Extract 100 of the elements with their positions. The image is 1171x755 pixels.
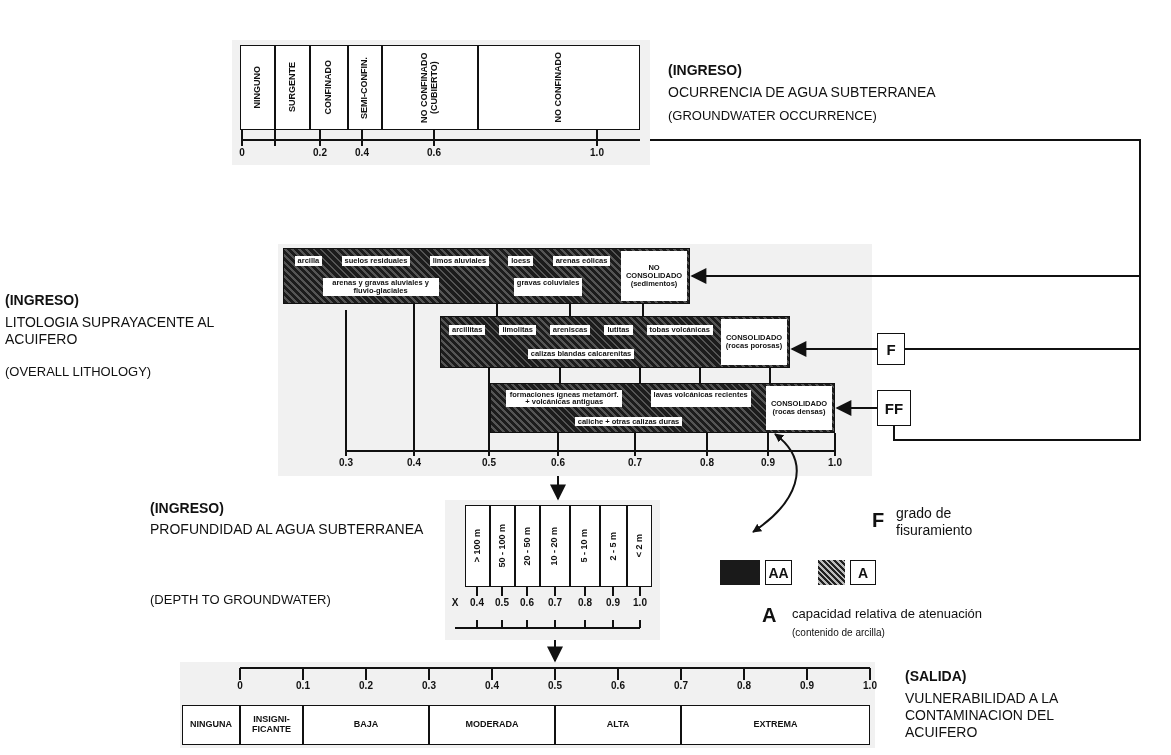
- factor-title: VULNERABILIDAD A LA CONTAMINACION DEL ACUIFERO: [905, 690, 1058, 740]
- scale-value: 0.5: [482, 457, 496, 468]
- scale-value: 0.7: [628, 457, 642, 468]
- scale-panel: [180, 662, 875, 748]
- scale-value: 0.2: [313, 147, 327, 158]
- scale-value: 0.5: [548, 680, 562, 691]
- arrow: [547, 639, 563, 663]
- input-tag: (INGRESO): [5, 292, 79, 308]
- scale-value: 0.8: [578, 597, 592, 608]
- category-text: NO CONFINADO (CUBIERTO): [420, 51, 440, 125]
- scale-value: 1.0: [590, 147, 604, 158]
- category-text: > 100 m: [472, 529, 483, 563]
- factor-subtitle: (GROUNDWATER OCCURRENCE): [668, 108, 877, 123]
- category-text: CONFINADO: [324, 60, 334, 115]
- category-cell: [540, 505, 570, 587]
- scale-panel: [445, 500, 660, 640]
- category-cell: [303, 705, 429, 745]
- factor-title: OCURRENCIA DE AGUA SUBTERRANEA: [668, 84, 936, 100]
- scale-value: 0.4: [355, 147, 369, 158]
- factor-subtitle: (OVERALL LITHOLOGY): [5, 364, 152, 379]
- scale-value: 0: [239, 147, 245, 158]
- scale-value: 0.7: [548, 597, 562, 608]
- arrow: [550, 475, 566, 501]
- input-tag: (SALIDA): [905, 668, 967, 684]
- category-cell: [348, 45, 382, 130]
- category-text: < 2 m: [634, 534, 645, 558]
- category-text: NO CONFINADO: [554, 52, 564, 123]
- scale-value: 0.1: [296, 680, 310, 691]
- scale-value: X: [451, 597, 459, 608]
- category-cell: [310, 45, 348, 130]
- category-cell: [490, 505, 515, 587]
- scale-value: 0.8: [700, 457, 714, 468]
- legend-label: A: [850, 560, 876, 585]
- scale-value: 0.8: [737, 680, 751, 691]
- scale-value: 0.6: [427, 147, 441, 158]
- category-text: NINGUNA: [190, 720, 232, 730]
- legend-note: capacidad relativa de atenuación: [792, 606, 983, 621]
- scale-value: 0.4: [407, 457, 421, 468]
- scale-value: 0: [237, 680, 243, 691]
- arrow: [752, 433, 798, 533]
- category-text: BAJA: [353, 720, 379, 730]
- scale-value: 0.4: [485, 680, 499, 691]
- scale-panel: [232, 40, 650, 165]
- input-tag: (INGRESO): [668, 62, 742, 78]
- category-cell: [681, 705, 870, 745]
- category-cell: [627, 505, 652, 587]
- scale-value: 0.6: [551, 457, 565, 468]
- symbol-letter: A: [762, 604, 777, 626]
- category-text: ALTA: [606, 720, 630, 730]
- scale-panel: [278, 244, 872, 476]
- category-text: 10 - 20 m: [550, 526, 560, 566]
- category-text: SEMI-CONFIN.: [360, 56, 370, 119]
- category-cell: [240, 45, 275, 130]
- scale-value: 1.0: [633, 597, 647, 608]
- scale-value: 0.6: [611, 680, 625, 691]
- fissuring-box: FF: [877, 390, 911, 426]
- scale-value: 0.7: [674, 680, 688, 691]
- category-cell: [275, 45, 310, 130]
- category-text: 2 - 5 m: [608, 531, 619, 561]
- category-cell: [465, 505, 490, 587]
- scale-value: 0.6: [520, 597, 534, 608]
- category-text: 5 - 10 m: [580, 529, 590, 563]
- scale-value: 0.9: [800, 680, 814, 691]
- category-cell: [478, 45, 640, 130]
- symbol-letter: F: [872, 509, 885, 531]
- category-cell: [600, 505, 627, 587]
- lithology-bar: [440, 316, 790, 368]
- category-text: SURGENTE: [287, 62, 298, 113]
- category-text: EXTREMA: [753, 720, 798, 730]
- scale-value: 0.3: [339, 457, 353, 468]
- category-text: 20 - 50 m: [522, 526, 533, 566]
- factor-title: PROFUNDIDAD AL AGUA SUBTERRANEA: [150, 521, 424, 537]
- category-cell: [429, 705, 555, 745]
- category-text: 50 - 100 m: [497, 524, 508, 568]
- lithology-bar: [283, 248, 690, 304]
- scale-value: 0.9: [761, 457, 775, 468]
- category-text: NINGUNO: [252, 66, 263, 109]
- fissuring-box: F: [877, 333, 905, 365]
- category-text: MODERADA: [465, 720, 519, 730]
- legend-note: grado de fisuramiento: [896, 505, 973, 538]
- scale-value: 0.3: [422, 680, 436, 691]
- category-cell: [555, 705, 681, 745]
- factor-title: LITOLOGIA SUPRAYACENTE AL ACUIFERO: [5, 314, 214, 347]
- scale-value: 0.5: [495, 597, 509, 608]
- legend-note: (contenido de arcilla): [792, 627, 885, 638]
- lithology-bar: [490, 383, 835, 433]
- category-cell: [515, 505, 540, 587]
- scale-value: 0.2: [359, 680, 373, 691]
- category-text: INSIGNI- FICANTE: [251, 715, 292, 735]
- scale-value: 0.4: [470, 597, 484, 608]
- scale-value: 1.0: [863, 680, 877, 691]
- category-cell: [570, 505, 600, 587]
- legend-label: AA: [765, 560, 792, 585]
- input-tag: (INGRESO): [150, 500, 224, 516]
- category-cell: [382, 45, 478, 130]
- category-cell: [240, 705, 303, 745]
- arrow: [835, 400, 878, 416]
- arrow: [790, 341, 878, 357]
- factor-subtitle: (DEPTH TO GROUNDWATER): [150, 592, 331, 607]
- scale-value: 1.0: [828, 457, 842, 468]
